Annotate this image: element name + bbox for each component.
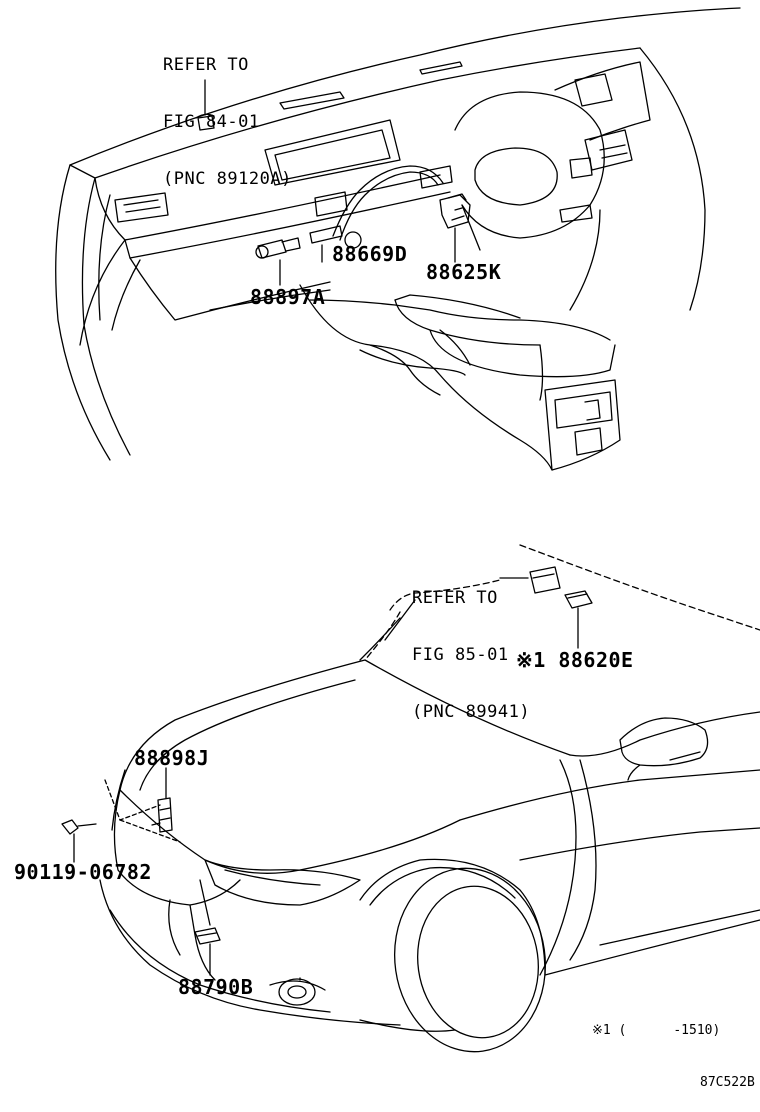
part-number-88790B: 88790B [178,975,254,999]
refer-note-lower-line3: (PNC 89941) [412,702,531,722]
part-number-88625K: 88625K [426,260,502,284]
refer-note-lower-line1: REFER TO [412,588,498,608]
part-number-88669D: 88669D [332,242,408,266]
refer-note-lower-line2: FIG 85-01 [412,645,509,665]
part-number-88898J: 88898J [134,746,210,770]
refer-note-upper: REFER TO FIG 84-01 (PNC 89120A) [163,18,292,227]
part-number-90119-06782: 90119-06782 [14,860,152,884]
refer-note-upper-line3: (PNC 89120A) [163,169,292,189]
production-date-footnote: ※1 ( -1510) [592,1023,721,1038]
refer-note-upper-line1: REFER TO [163,55,249,75]
dashboard-drawing [55,7,741,471]
refer-note-lower: REFER TO FIG 85-01 (PNC 89941) [412,551,530,760]
vehicle-drawing [61,544,760,1053]
part-number-88897A: 88897A [250,285,326,309]
part-number-88620E: ※1 88620E [516,648,634,672]
figure-code: 87C522B [700,1075,755,1090]
refer-note-upper-line2: FIG 84-01 [163,112,260,132]
